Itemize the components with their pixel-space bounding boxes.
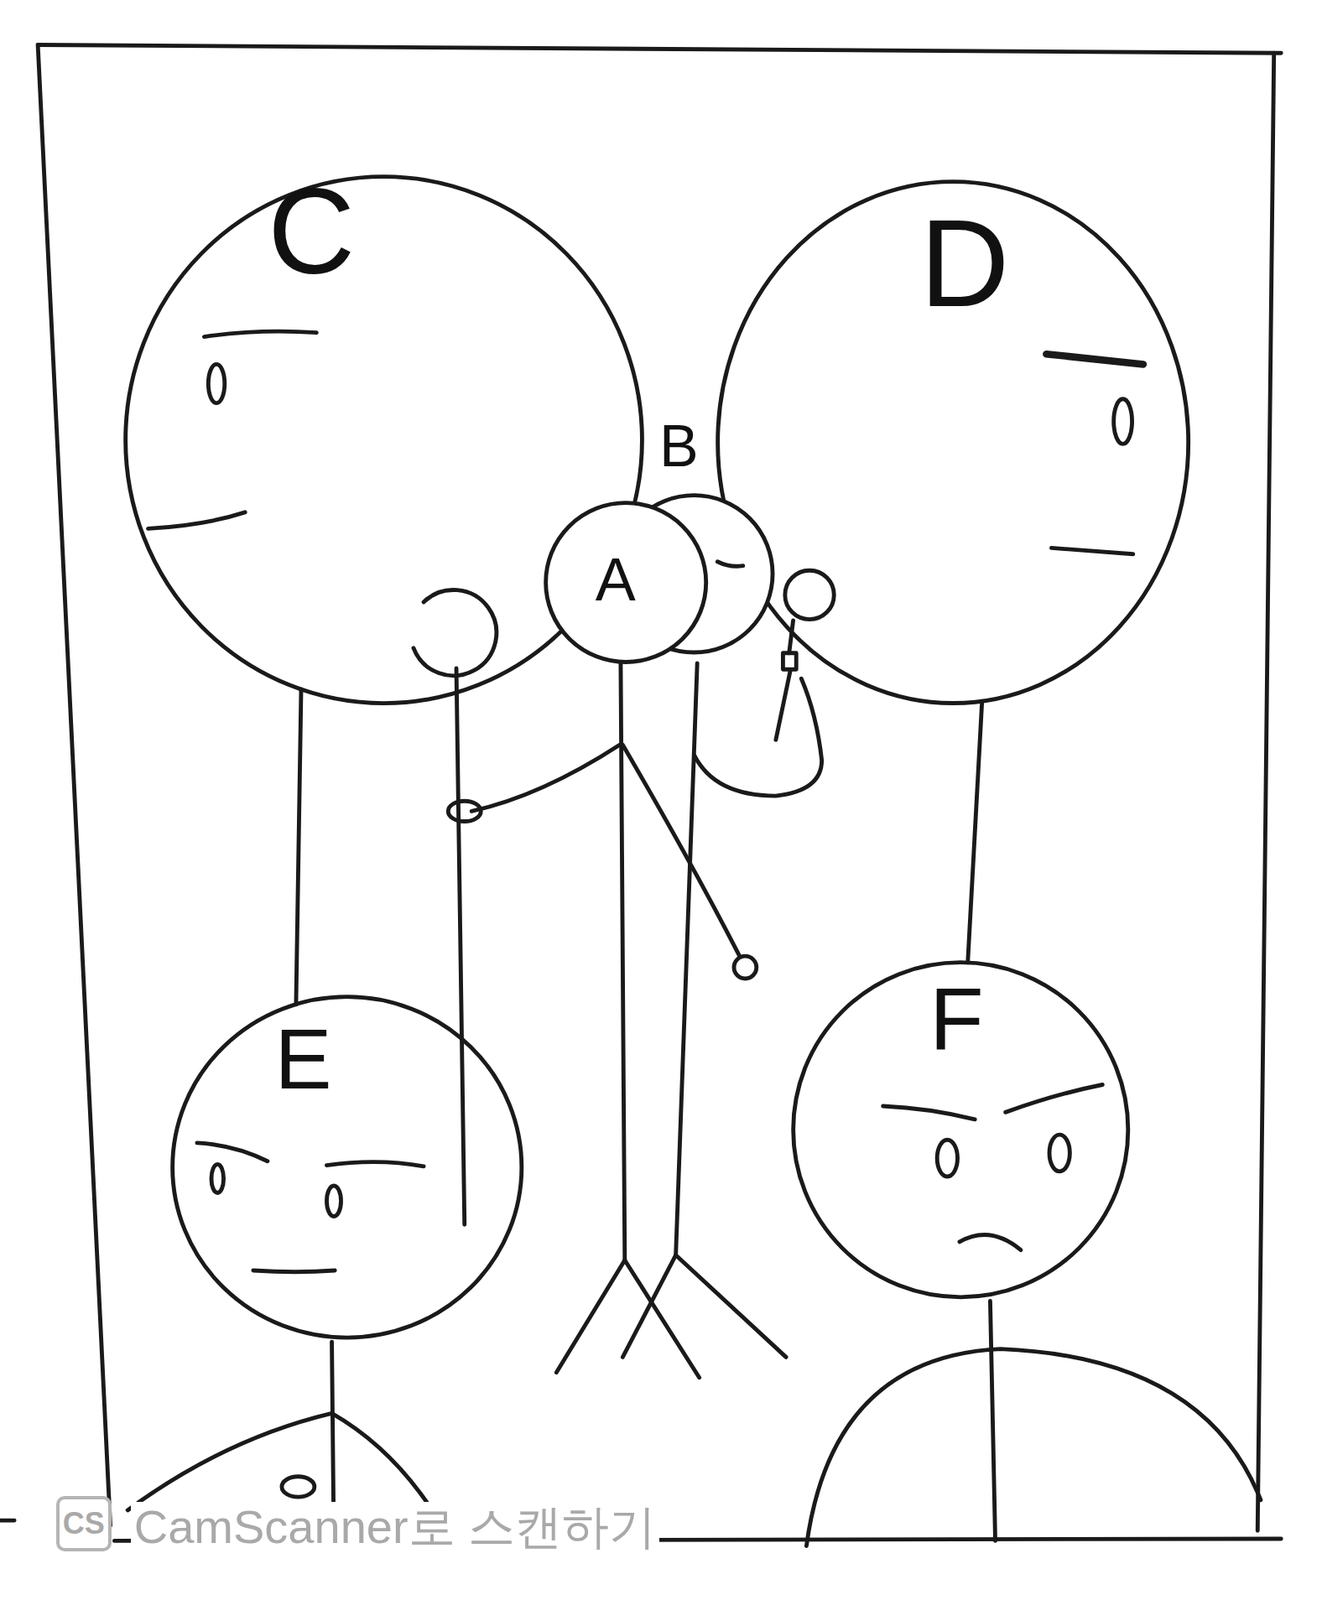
watermark-logo: CS: [56, 1496, 112, 1552]
arm-line: [622, 744, 740, 958]
frame-line: [37, 45, 1281, 54]
eyebrow: [1005, 1084, 1104, 1113]
head-outline: [718, 182, 1189, 704]
eyebrow: [1046, 353, 1144, 365]
eye: [326, 1186, 341, 1218]
chain: [789, 620, 794, 654]
shoulder-line: [806, 1349, 1260, 1547]
head-circle: E: [169, 994, 526, 1342]
watermark-text: CamScanner로 스캔하기: [130, 1502, 660, 1553]
leg-line: [676, 1255, 786, 1359]
leg-line: [622, 1255, 676, 1359]
arm-line: [694, 678, 823, 797]
eyebrow: [203, 331, 317, 337]
hand: [447, 801, 481, 822]
frame-line: [1257, 52, 1274, 1531]
head-circle: D: [714, 178, 1192, 707]
ball: [413, 589, 497, 676]
head-outline: [793, 962, 1129, 1298]
chain: [775, 671, 791, 741]
head-outline: [546, 503, 707, 663]
arm-line: [471, 744, 620, 812]
eye: [936, 1139, 958, 1177]
frame-line: [37, 45, 110, 1527]
mouth: [718, 561, 744, 566]
eye: [1049, 1134, 1070, 1172]
head-outline: [169, 994, 526, 1342]
body-line: [676, 663, 698, 1256]
stray-mark: [0, 1519, 15, 1524]
head-circle: A: [542, 499, 709, 666]
mouth: [253, 1270, 335, 1273]
leg-line: [556, 1260, 625, 1374]
eyebrow: [197, 1143, 268, 1162]
mouth: [148, 512, 246, 529]
eyebrow: [326, 1162, 424, 1167]
head-circle: F: [790, 959, 1131, 1301]
figure-letter: B: [659, 416, 699, 476]
body-line: [620, 663, 625, 1261]
mouth: [1051, 547, 1133, 554]
eye: [1113, 399, 1133, 445]
sketch-lines: [0, 45, 1281, 1547]
eye: [208, 364, 224, 403]
neck-line: [968, 701, 983, 963]
figure-letter: F: [929, 974, 984, 1064]
button: [281, 1477, 315, 1498]
figure-letter: E: [274, 1016, 332, 1103]
figure-letter: C: [267, 171, 355, 293]
eye: [211, 1164, 224, 1193]
small-ball: [785, 570, 834, 620]
stick: [456, 668, 465, 1225]
body-line: [989, 1301, 995, 1541]
hand: [733, 956, 757, 979]
figure-letter: A: [595, 549, 636, 610]
eyebrow: [883, 1106, 976, 1120]
neck-line: [296, 689, 302, 1005]
head-outline: [172, 997, 522, 1338]
chain-link: [782, 653, 797, 670]
mouth: [959, 1235, 1021, 1251]
figure-letter: D: [920, 201, 1010, 326]
